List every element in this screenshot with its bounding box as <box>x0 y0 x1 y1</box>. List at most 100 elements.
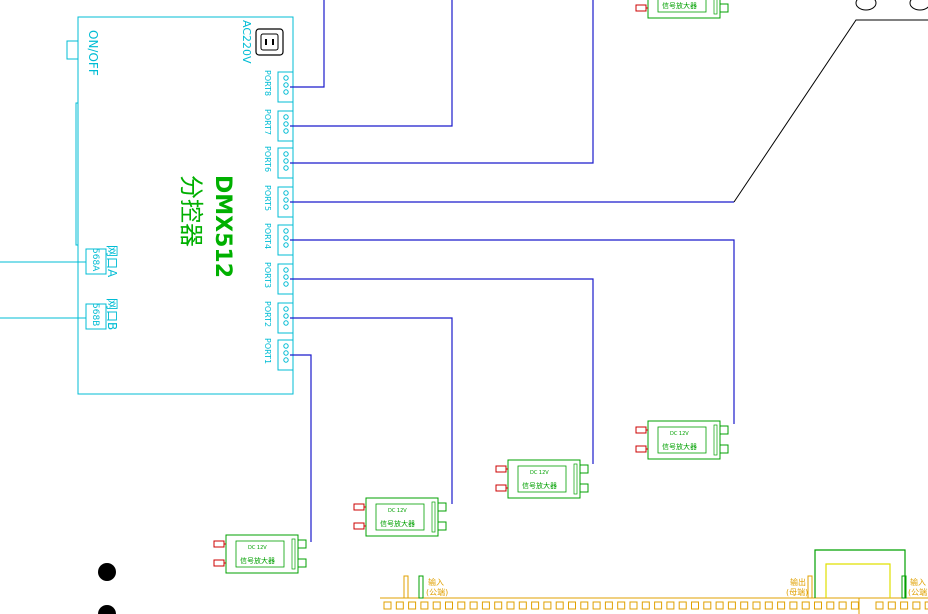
signal-wires <box>290 0 735 542</box>
input-connector-icon <box>353 522 365 530</box>
wire-port2 <box>290 317 453 504</box>
decoder-inner <box>657 426 707 454</box>
input-connector-icon <box>635 445 647 453</box>
led-cell <box>826 601 835 610</box>
led-cell <box>814 601 822 610</box>
input-label: 输入 <box>428 577 444 587</box>
output-connector-icon <box>437 521 447 531</box>
port-port1[interactable]: PORT1 <box>263 338 294 371</box>
terminal-screw-icon <box>283 228 289 234</box>
terminal-screw-icon <box>283 197 289 203</box>
terminal-screw-icon <box>283 89 289 95</box>
port-label: PORT5 <box>263 185 272 211</box>
decoder-name: 信号放大器 <box>662 1 697 10</box>
decoder-inner <box>235 540 285 568</box>
led-cell <box>494 601 503 610</box>
port-port5[interactable]: PORT5 <box>263 185 294 218</box>
input-pin <box>403 575 409 599</box>
netport-a-label: 网口A <box>105 245 119 278</box>
port-label: PORT6 <box>263 146 272 172</box>
signal-decoder[interactable]: DC 12V 信号放大器 <box>635 420 729 460</box>
decoder-name: 信号放大器 <box>662 442 697 451</box>
output-pin <box>807 575 813 599</box>
output-bracket-inner <box>825 563 891 598</box>
input-connector-icon <box>635 426 647 434</box>
input-pin <box>901 575 907 599</box>
led-cell <box>568 601 576 610</box>
switch-label: ON/OFF <box>86 30 100 76</box>
netport-b-sub: 568B <box>90 303 100 326</box>
decoder-spec: DC 12V <box>670 431 689 437</box>
terminal-screw-icon <box>283 204 289 210</box>
port-port6[interactable]: PORT6 <box>263 146 294 179</box>
input-pin <box>418 575 424 599</box>
terminal-screw-icon <box>283 121 289 127</box>
terminal-screw-icon <box>283 235 289 241</box>
netport-b[interactable] <box>85 303 107 330</box>
led-cell <box>740 601 749 610</box>
led-cell <box>592 601 601 610</box>
leader-line <box>733 19 928 203</box>
decoder-spec: DC 12V <box>248 545 267 551</box>
input-connector-icon <box>635 4 647 12</box>
led-cell <box>457 601 466 610</box>
led-strip: 输入 (公端) 输出 (母端) 输入 (公端) <box>380 549 928 614</box>
led-cell <box>432 601 441 610</box>
terminal-screw-icon <box>283 274 289 280</box>
output-connector-icon <box>579 483 589 493</box>
decoder-pin <box>713 0 718 15</box>
decoder-name: 信号放大器 <box>240 556 275 565</box>
controller-subtitle: 分控器 <box>177 175 205 247</box>
led-cell <box>395 601 404 610</box>
wire-port8 <box>290 0 325 88</box>
terminal-screw-icon <box>283 82 289 88</box>
power-switch[interactable] <box>66 40 79 60</box>
input-connector-icon <box>495 484 507 492</box>
led-cell <box>850 601 859 610</box>
led-cell <box>629 601 638 610</box>
decoder-pin <box>573 463 578 495</box>
port-label: PORT4 <box>263 223 272 249</box>
led-cell <box>469 601 478 610</box>
led-cell <box>764 601 773 610</box>
led-cell <box>752 601 761 610</box>
led-cell <box>531 601 540 610</box>
port-port3[interactable]: PORT3 <box>263 262 294 295</box>
output-bracket <box>814 549 906 598</box>
port-label: PORT1 <box>263 338 272 364</box>
decoder-body <box>647 420 721 460</box>
port-port8[interactable]: PORT8 <box>263 70 294 103</box>
output-connector-icon <box>719 425 729 435</box>
signal-decoder[interactable]: DC 12V 信号放大器 <box>213 534 307 574</box>
wire-port7 <box>290 0 453 127</box>
netport-a-sub: 568A <box>90 248 100 272</box>
port-port7[interactable]: PORT7 <box>263 109 294 142</box>
port-port2[interactable]: PORT2 <box>263 301 294 334</box>
wire-port6 <box>290 0 594 164</box>
port-port4[interactable]: PORT4 <box>263 223 294 256</box>
wire-port4 <box>290 239 735 424</box>
decoder-body <box>225 534 299 574</box>
terminal-screw-icon <box>283 320 289 326</box>
input-sub-2: (公端) <box>908 587 928 597</box>
terminal-screw-icon <box>283 242 289 248</box>
input-connector-icon <box>213 559 225 567</box>
led-cell <box>875 601 884 610</box>
led-cell <box>924 601 928 610</box>
dmx512-controller: ON/OFF AC220V DMX512 分控器 网口A 568A 网口B 56… <box>0 16 294 395</box>
decoder-body <box>365 497 439 537</box>
output-connector-icon <box>579 464 589 474</box>
decoder-pin <box>291 538 296 570</box>
led-cell <box>838 601 847 610</box>
power-socket-icon <box>255 28 284 56</box>
led-cell <box>678 601 687 610</box>
led-cell <box>715 601 724 610</box>
led-cell <box>518 601 527 610</box>
decoder-body <box>507 459 581 499</box>
controller-side-panel <box>75 102 78 246</box>
